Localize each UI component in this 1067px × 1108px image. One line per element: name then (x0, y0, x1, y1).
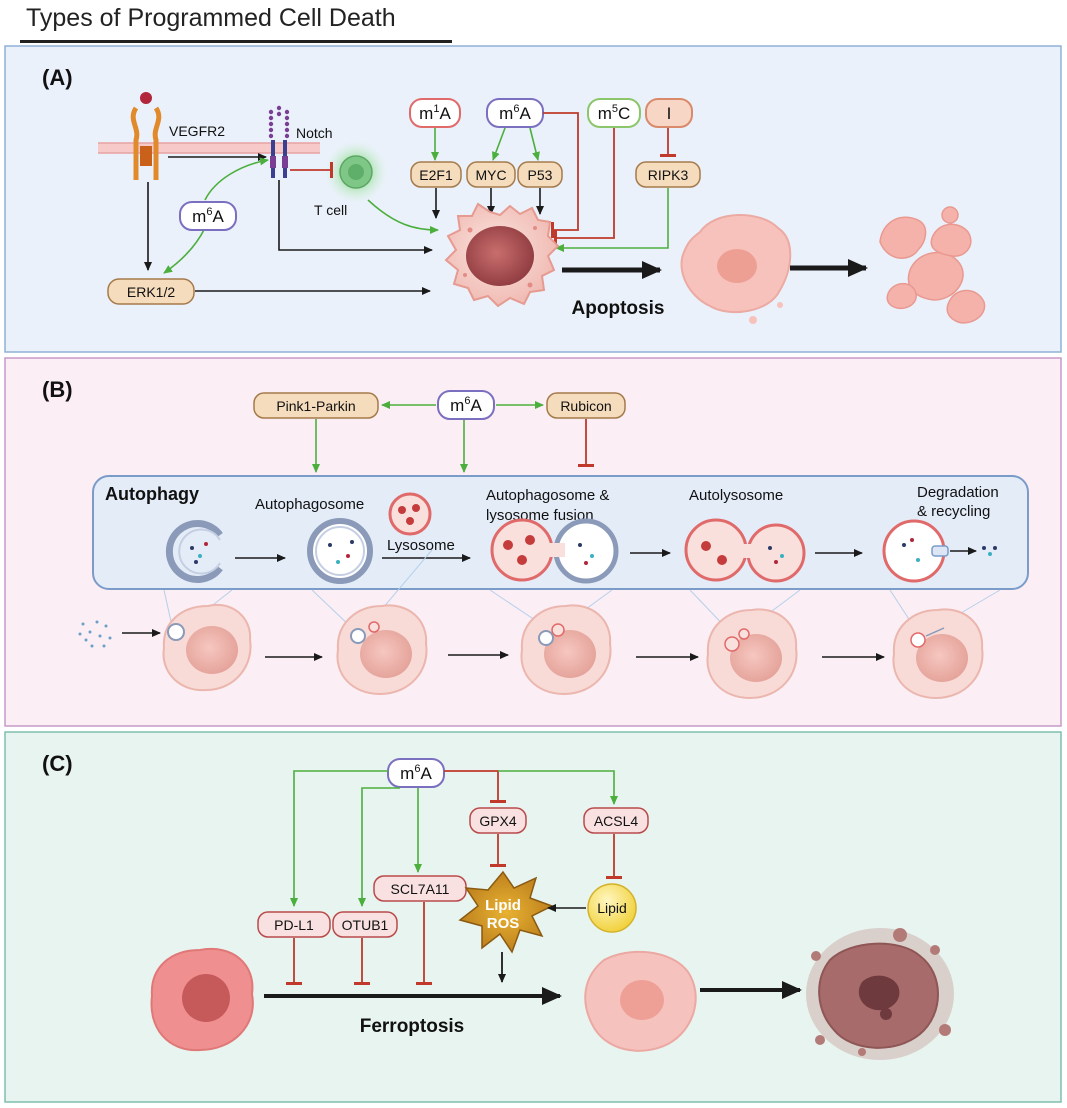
apoptotic-bodies (879, 206, 986, 324)
panel-a-label: (A) (42, 65, 73, 90)
notch-label: Notch (296, 125, 333, 141)
svg-text:Pink1-Parkin: Pink1-Parkin (276, 398, 355, 414)
svg-text:m6A: m6A (499, 103, 531, 123)
degradation-icon (882, 519, 997, 583)
otub1-node: OTUB1 (332, 911, 398, 938)
lysosome-icon (388, 492, 432, 536)
gpx4-node: GPX4 (469, 807, 527, 834)
autophagy-cell-5 (892, 608, 984, 700)
svg-text:PD-L1: PD-L1 (274, 917, 314, 933)
svg-text:MYC: MYC (475, 167, 506, 183)
svg-text:Rubicon: Rubicon (560, 398, 611, 414)
apoptosis-label: Apoptosis (572, 298, 665, 319)
svg-text:m6A: m6A (400, 763, 432, 783)
arrow-m6a-otub1 (358, 787, 400, 907)
lysosome-label: Lysosome (387, 537, 455, 554)
autophagy-cell-2 (336, 604, 428, 696)
vegfr2-receptor-icon (130, 92, 162, 180)
panel-c-label: (C) (42, 751, 73, 776)
tumor-cell-a (444, 202, 560, 308)
degradation-label-line2: & recycling (917, 503, 990, 520)
svg-text:P53: P53 (528, 167, 553, 183)
phagophore-icon (165, 520, 223, 583)
svg-text:Lipid: Lipid (597, 900, 627, 916)
svg-text:ROS: ROS (487, 915, 520, 932)
vegfr2-label: VEGFR2 (169, 123, 225, 139)
arrow-m6a-p53 (529, 127, 540, 161)
scl7a11-node: SCL7A11 (373, 875, 467, 902)
fusion-icon (490, 518, 619, 584)
arrow-m6a-pdl1 (290, 770, 388, 907)
rubicon-node: Rubicon (546, 392, 626, 419)
autophagosome-icon (307, 518, 373, 584)
acsl4-node: ACSL4 (583, 807, 649, 834)
arrow-notch-to-cell (278, 180, 433, 254)
svg-text:SCL7A11: SCL7A11 (391, 881, 450, 897)
m6a-node-b: m6A (437, 390, 495, 420)
panel-b-label: (B) (42, 377, 73, 402)
svg-text:I: I (667, 104, 672, 123)
svg-text:GPX4: GPX4 (479, 813, 517, 829)
svg-text:m1A: m1A (419, 103, 451, 123)
arrow-tcell-to-cell (367, 199, 439, 234)
fusion-label-line2: lysosome fusion (486, 507, 594, 524)
inhibit-m6a-cell (543, 112, 579, 238)
ripk3-node: RIPK3 (635, 161, 701, 188)
m1a-node: m1A (409, 98, 461, 128)
myc-node: MYC (466, 161, 516, 188)
degradation-label-line1: Degradation (917, 484, 999, 501)
autophagy-cell-1 (162, 603, 252, 692)
svg-text:m6A: m6A (450, 395, 482, 415)
scattered-particles-icon (78, 620, 112, 648)
fusion-label-line1: Autophagosome & (486, 487, 609, 504)
ferroptosis-cell-start (150, 947, 254, 1052)
notch-receptor-icon (268, 105, 290, 178)
svg-text:RIPK3: RIPK3 (648, 167, 689, 183)
svg-text:E2F1: E2F1 (419, 167, 453, 183)
m6a-node-top: m6A (486, 98, 544, 128)
title-underline (20, 40, 452, 43)
svg-text:m6A: m6A (192, 206, 224, 226)
autophagy-cell-3 (520, 604, 612, 696)
autolysosome-icon (684, 518, 806, 583)
autolysosome-label: Autolysosome (689, 487, 783, 504)
i-node: I (645, 98, 693, 128)
p53-node: P53 (517, 161, 563, 188)
svg-text:m5C: m5C (598, 103, 631, 123)
t-cell-icon (324, 140, 388, 204)
shrinking-cell (680, 214, 792, 324)
pink1-parkin-node: Pink1-Parkin (253, 392, 379, 419)
arrow-ripk3-cell (555, 188, 669, 252)
arrow-m6a-myc (492, 127, 506, 161)
svg-text:Lipid: Lipid (485, 897, 521, 914)
pdl1-node: PD-L1 (257, 911, 331, 938)
t-cell-label: T cell (314, 202, 347, 218)
arrow-m6a-to-erk (163, 227, 206, 274)
ferroptosis-cell-dead (806, 928, 954, 1060)
autophagosome-label: Autophagosome (255, 496, 364, 513)
inhibit-m5c-cell (554, 128, 615, 246)
e2f1-node: E2F1 (410, 161, 462, 188)
lipid-ros-burst-icon: Lipid ROS (458, 870, 554, 954)
figure-title: Types of Programmed Cell Death (26, 4, 396, 32)
svg-text:ACSL4: ACSL4 (594, 813, 639, 829)
svg-text:OTUB1: OTUB1 (342, 917, 389, 933)
m5c-node: m5C (587, 98, 641, 128)
erk-node: ERK1/2 (107, 278, 195, 305)
ferroptosis-label: Ferroptosis (360, 1016, 465, 1037)
m6a-node-left: m6A (179, 201, 237, 231)
arrow-m6a-acsl4 (498, 770, 618, 805)
autophagy-cell-4 (706, 608, 798, 700)
m6a-node-c: m6A (387, 758, 445, 788)
lipid-droplet-icon: Lipid (587, 883, 637, 933)
autophagy-label: Autophagy (105, 484, 199, 504)
arrow-m6a-to-notch (204, 157, 269, 201)
svg-text:ERK1/2: ERK1/2 (127, 284, 175, 300)
ferroptosis-cell-mid (584, 950, 697, 1052)
